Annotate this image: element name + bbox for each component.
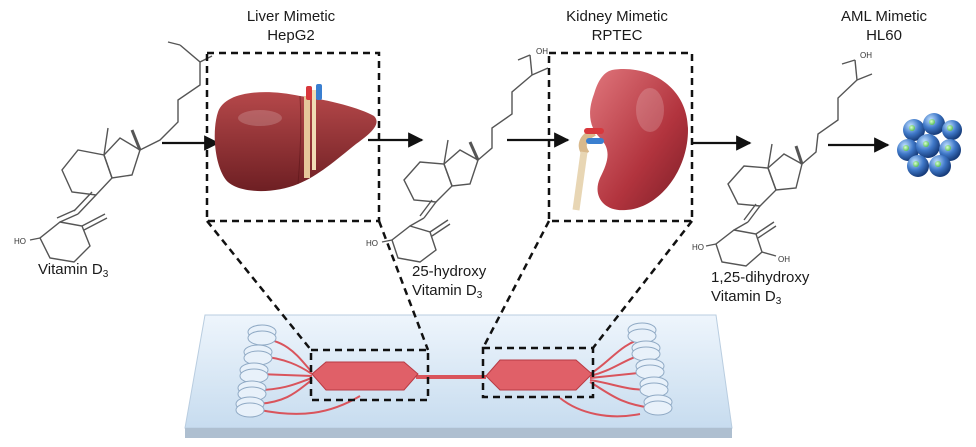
kidney-chamber-dashed-box (481, 346, 595, 399)
hydroxy-25-sub: 3 (476, 290, 483, 301)
vitamin-d3-text: Vitamin D (38, 261, 103, 278)
kidney-label-line2: RPTEC (591, 27, 643, 44)
dihydroxy-line2: Vitamin D (711, 288, 776, 305)
aml-label: AML Mimetic HL60 (841, 7, 927, 45)
hydroxy-25-line1: 25-hydroxy (412, 263, 487, 280)
liver-label-line2: HepG2 (267, 27, 315, 44)
hydroxy-25-label: 25-hydroxy Vitamin D3 (412, 262, 486, 305)
dihydroxy-label: 1,25-dihydroxy Vitamin D3 (711, 268, 809, 311)
liver-dashed-box (205, 51, 381, 223)
oh-label-2: OH (536, 47, 548, 56)
aml-label-line2: HL60 (866, 27, 902, 44)
connector-liver-right (377, 220, 430, 351)
kidney-label-line1: Kidney Mimetic (566, 8, 668, 25)
ho-label-2: HO (366, 239, 378, 248)
liver-label-line1: Liver Mimetic (246, 8, 336, 25)
vitamin-d3-sub: 3 (102, 269, 109, 280)
hydroxy-25-line2: Vitamin D (412, 282, 477, 299)
connector-liver-left (206, 220, 312, 351)
ho-label-1: HO (14, 237, 26, 246)
liver-illustration (214, 84, 377, 192)
kidney-label: Kidney Mimetic RPTEC (566, 7, 668, 45)
vitamin-d3-label: Vitamin D3 (38, 260, 108, 284)
aml-label-line1: AML Mimetic (840, 8, 928, 25)
hydroxy-25-line2-wrap: Vitamin D3 (412, 281, 486, 305)
hydroxy-25-molecule (381, 54, 549, 263)
ho-label-3: HO (692, 243, 704, 252)
vitamin-d3-molecule (29, 41, 213, 263)
aml-cell-cluster (897, 113, 962, 177)
microfluidic-chip (184, 314, 733, 438)
dihydroxy-molecule (705, 59, 873, 267)
connector-kidney-right (592, 220, 693, 349)
dihydroxy-sub: 3 (775, 296, 782, 307)
liver-label: Liver Mimetic HepG2 (247, 7, 335, 45)
kidney-illustration (572, 69, 688, 211)
oh-label-3b: OH (778, 255, 790, 264)
oh-label-3a: OH (860, 51, 872, 60)
dihydroxy-line1: 1,25-dihydroxy (711, 269, 810, 286)
dihydroxy-line2-wrap: Vitamin D3 (711, 287, 809, 311)
